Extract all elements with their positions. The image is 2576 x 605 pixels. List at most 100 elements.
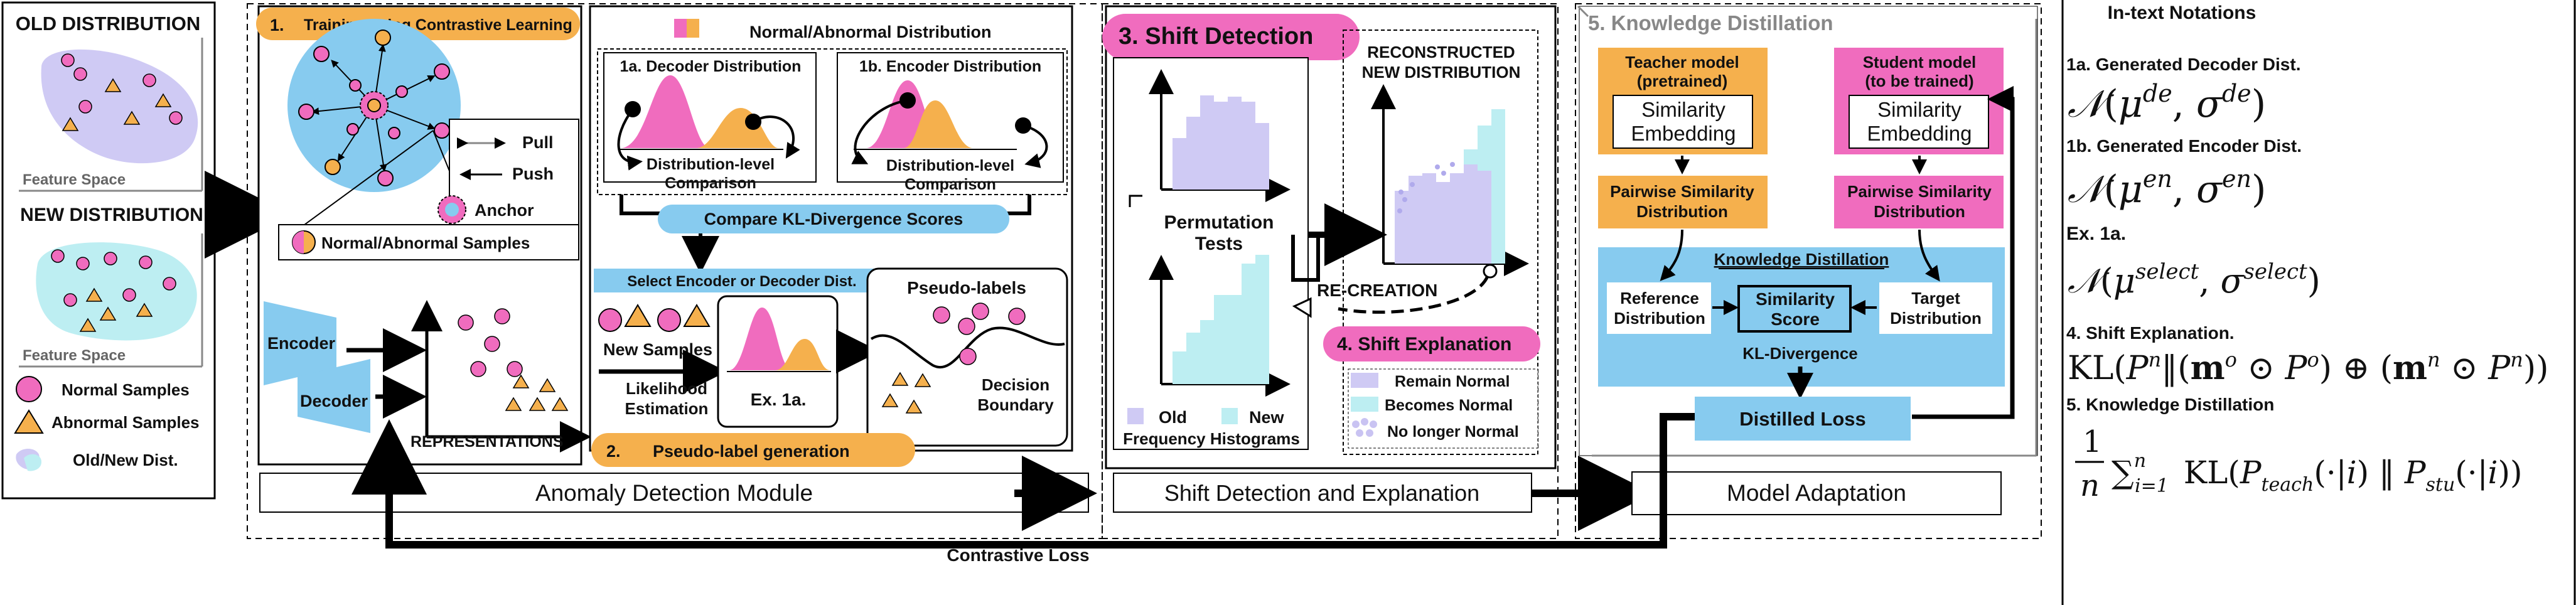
- representations-label: REPRESENTATIONS: [411, 433, 564, 451]
- score-1: Similarity: [1756, 289, 1835, 309]
- reference-1: Reference: [1620, 289, 1699, 308]
- new-samples: [51, 249, 176, 332]
- teacher-pairwise-1: Pairwise Similarity: [1610, 182, 1754, 201]
- pseudo-label-points: [881, 302, 1026, 414]
- notation-1b-label: 1b. Generated Encoder Dist.: [2066, 136, 2302, 156]
- teacher-sim-1: Similarity: [1641, 98, 1725, 121]
- training-badge-num: 1.: [270, 16, 284, 35]
- student-line-2: (to be trained): [1865, 72, 1973, 90]
- compare-kl-badge: [658, 205, 1009, 233]
- contrastive-loss-label: Contrastive Loss: [947, 545, 1089, 565]
- notation-1a-label: 1a. Generated Decoder Dist.: [2066, 55, 2300, 74]
- pseudo-labels-title: Pseudo-labels: [907, 278, 1026, 297]
- teacher-pairwise: [1598, 176, 1768, 228]
- reconstructed-bars: [1395, 109, 1505, 264]
- reference-2: Distribution: [1614, 309, 1705, 328]
- shift-module-title: Shift Detection and Explanation: [1164, 480, 1479, 506]
- knowledge-distillation-module: 5. Knowledge Distillation Teacher model …: [1575, 3, 2042, 539]
- old-feature-space-label: Feature Space: [23, 171, 126, 188]
- legend-normal-samples: Normal Samples: [62, 380, 190, 399]
- student-sim-1: Similarity: [1877, 98, 1962, 121]
- enc-dist-level-1: Distribution-level: [886, 157, 1014, 174]
- decoder-shape: [298, 359, 370, 433]
- permutation-2: Tests: [1195, 233, 1243, 254]
- formula-1a: 𝒩(μde, σde): [2068, 80, 2266, 126]
- student-line-1: Student model: [1863, 53, 1977, 72]
- teacher-line-1: Teacher model: [1625, 53, 1739, 72]
- formula-5-denominator: n: [2080, 468, 2100, 503]
- contrastive-samples: [298, 29, 450, 186]
- formula-1b: 𝒩(μen, σen): [2068, 165, 2266, 211]
- student-sim-2: Embedding: [1867, 122, 1972, 145]
- kl-divergence-label: KL-Divergence: [1742, 344, 1858, 363]
- notation-5-label: 5. Knowledge Distillation: [2066, 395, 2274, 414]
- new-samples-label: New Samples: [603, 340, 712, 359]
- old-histogram-bars: [1173, 95, 1269, 190]
- recreation-label: RE-CREATION: [1317, 281, 1437, 300]
- decoder-distribution-label: 1a. Decoder Distribution: [620, 58, 802, 75]
- no-longer-icon: [1352, 418, 1377, 437]
- new-distribution-title: NEW DISTRIBUTION: [20, 205, 203, 225]
- legend-abnormal-samples: Abnormal Samples: [51, 413, 200, 432]
- left-legend: Normal Samples Abnormal Samples Old/New …: [14, 376, 200, 471]
- shift-detection-module: 3. Shift Detection Permutation Tests: [1102, 3, 1559, 539]
- formula-4: KL(Pn‖(mo ⊙ Po) ⊕ (mn ⊙ Pn)): [2068, 348, 2548, 387]
- shift-detection-title: 3. Shift Detection: [1119, 23, 1313, 50]
- notations-title: In-text Notations: [2108, 3, 2257, 23]
- contrastive-loss-arrow: [352, 413, 1695, 549]
- encoder-distribution-label: 1b. Encoder Distribution: [859, 58, 1041, 75]
- new-feature-space-label: Feature Space: [23, 347, 126, 364]
- decoder-label: Decoder: [300, 392, 368, 410]
- normal-abnormal-distribution-title: Normal/Abnormal Distribution: [749, 23, 992, 41]
- legend-old: Old: [1159, 408, 1187, 427]
- distilled-loss-box: [1695, 397, 1911, 441]
- pseudo-label-badge-num: 2.: [606, 442, 621, 461]
- teacher-pairwise-2: Distribution: [1636, 202, 1728, 221]
- kd-module-title-box: [1631, 471, 2002, 515]
- pseudo-label-badge: [591, 433, 915, 467]
- push-label: Push: [512, 164, 554, 183]
- shift-module-title-box: [1113, 473, 1532, 513]
- new-histogram-bars: [1173, 255, 1269, 384]
- frequency-histograms-label: Frequency Histograms: [1123, 429, 1300, 448]
- student-pairwise-2: Distribution: [1874, 202, 1965, 221]
- kd-label: Knowledge Distillation: [1714, 250, 1889, 269]
- permutation-1: Permutation: [1164, 212, 1274, 233]
- old-samples: [61, 53, 183, 131]
- legend-old-new-dist: Old/New Dist.: [73, 451, 178, 469]
- legend-new: New: [1249, 408, 1285, 427]
- enc-dist-level-2: Comparison: [904, 176, 996, 193]
- anomaly-detection-module: 1. Training using Contrastive Learning: [247, 3, 1103, 539]
- teacher-sim-2: Embedding: [1631, 122, 1736, 145]
- encoder-shape: [264, 301, 336, 385]
- normal-abnormal-samples-label: Normal/Abnormal Samples: [321, 233, 530, 252]
- left-panel: OLD DISTRIBUTION Feature Space NEW DISTR…: [1, 1, 216, 500]
- reconstructed-1: RECONSTRUCTED: [1367, 43, 1515, 62]
- select-dist-label: Select Encoder or Decoder Dist.: [627, 273, 856, 290]
- similarity-score-box: [1737, 285, 1852, 333]
- shift-explanation-badge: [1323, 326, 1540, 361]
- old-distribution-title: OLD DISTRIBUTION: [16, 13, 201, 35]
- anomaly-module-title: Anomaly Detection Module: [535, 480, 813, 506]
- dec-dist-level-2: Comparison: [665, 174, 756, 192]
- ex1a-label: Ex. 1a.: [751, 390, 807, 409]
- shift-explanation-title: 4. Shift Explanation: [1337, 334, 1511, 355]
- formula-ex: 𝒩(μselect, σselect): [2068, 259, 2321, 301]
- becomes-normal-label: Becomes Normal: [1385, 397, 1513, 414]
- score-2: Score: [1771, 309, 1820, 329]
- select-dist-badge: [594, 269, 890, 292]
- representation-points: [458, 308, 569, 411]
- formula-5-numerator: 1: [2083, 424, 2102, 459]
- pseudo-label-badge-text: Pseudo-label generation: [653, 442, 850, 461]
- likelihood-1: Likelihood: [626, 379, 707, 398]
- notation-ex-label: Ex. 1a.: [2066, 223, 2126, 244]
- likelihood-2: Estimation: [625, 399, 709, 418]
- student-pairwise: [1834, 176, 2004, 228]
- shift-detection-badge: [1102, 14, 1360, 60]
- kd-module-title: Model Adaptation: [1727, 480, 1906, 506]
- pull-label: Pull: [522, 133, 554, 152]
- kd-title: 5. Knowledge Distillation: [1588, 11, 1833, 35]
- remain-normal-label: Remain Normal: [1395, 373, 1510, 390]
